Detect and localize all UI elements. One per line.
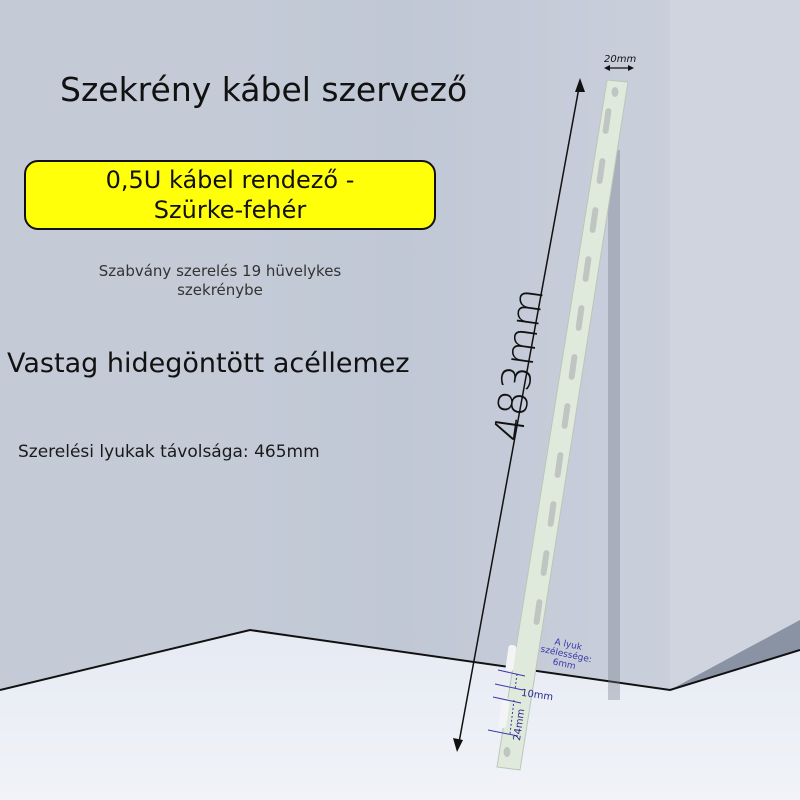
- width-dimension-label: 20mm: [604, 54, 637, 65]
- width-arrow: [604, 65, 634, 71]
- badge-line-2: Szürke-fehér: [153, 196, 307, 224]
- subtitle-line-2: szekrénybe: [177, 281, 263, 299]
- length-arrow: [453, 78, 585, 752]
- hole-spacing-spec: Szerelési lyukak távolsága: 465mm: [18, 442, 320, 462]
- product-variant-badge: 0,5U kábel rendező - Szürke-fehér: [24, 160, 436, 230]
- material-heading: Vastag hidegöntött acéllemez: [7, 348, 410, 379]
- cabinet-block: [670, 0, 800, 690]
- subtitle: Szabvány szerelés 19 hüvelykes szekrényb…: [0, 262, 440, 300]
- floor: [0, 630, 800, 800]
- subtitle-line-1: Szabvány szerelés 19 hüvelykes: [98, 262, 342, 280]
- cable-bracket: [496, 79, 629, 771]
- page-title: Szekrény kábel szervező: [60, 70, 468, 109]
- bracket-shadow: [608, 150, 620, 700]
- badge-line-1: 0,5U kábel rendező -: [105, 166, 355, 194]
